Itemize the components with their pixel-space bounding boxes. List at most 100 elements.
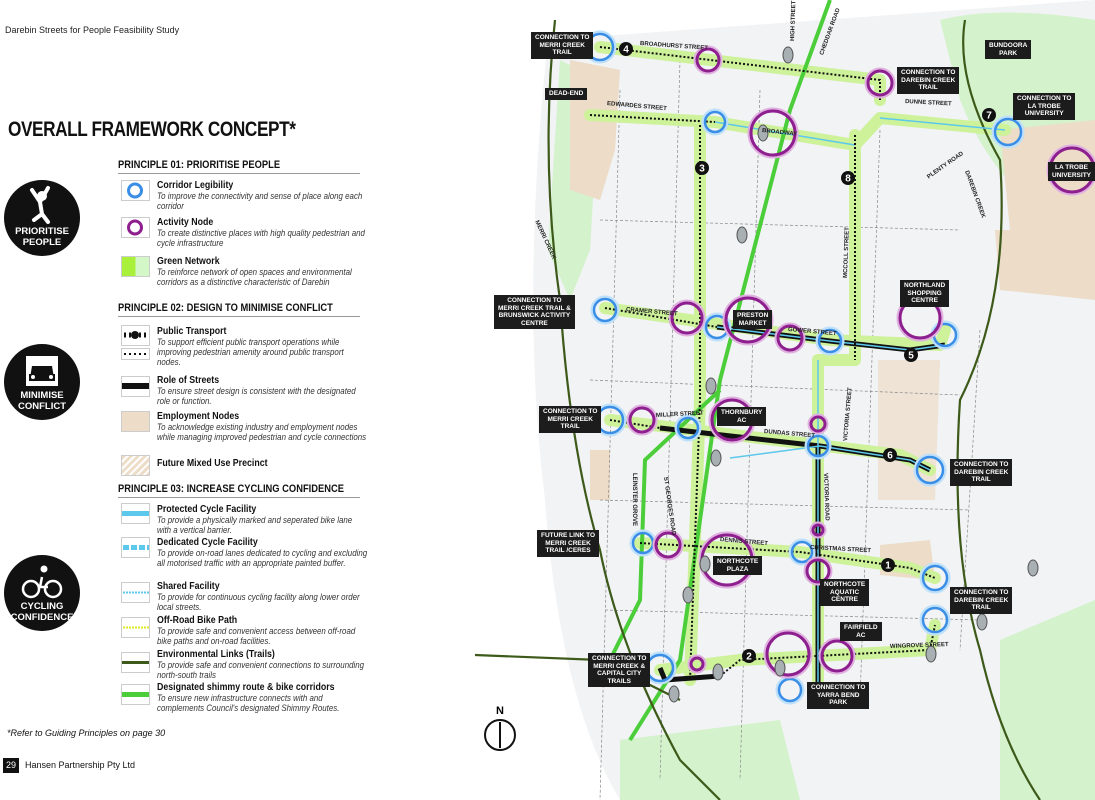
route-number: 1 (885, 561, 891, 572)
badge-label: MINIMISE CONFLICT (17, 390, 67, 412)
legend-title: Employment Nodes (157, 411, 240, 422)
environmental-links-swatch (121, 652, 150, 673)
activity-node (866, 69, 894, 97)
map-label: FUTURE LINK TO MERRI CREEK TRAIL /CERES (537, 530, 600, 557)
map-label: NORTHLAND SHOPPING CENTRE (900, 280, 950, 307)
route-number: 6 (887, 451, 893, 462)
corridor-legibility-node (703, 110, 727, 134)
route-number: 3 (699, 164, 705, 175)
map-label: FAIRFIELD AC (840, 622, 882, 641)
activity-node (654, 531, 682, 559)
map-label: PRESTON MARKET (733, 310, 773, 329)
publisher: Hansen Partnership Pty Ltd (25, 760, 136, 770)
legend-title: Activity Node (157, 217, 214, 228)
legend-title: Role of Streets (157, 375, 220, 386)
badge-cycling-confidence: CYCLING CONFIDENCE (4, 555, 80, 631)
activity-node (765, 631, 811, 677)
badge-label: PRIORITISE PEOPLE (15, 226, 69, 248)
employment-nodes (570, 60, 1095, 580)
route-number: 5 (908, 351, 914, 362)
protected-cycle-swatch (121, 503, 150, 524)
route-number-marker (619, 42, 633, 56)
activity-node (749, 109, 797, 157)
divider (118, 316, 360, 317)
map-label: CONNECTION TO DAREBIN CREEK TRAIL (897, 67, 960, 94)
legend-desc: To improve the connectivity and sense of… (157, 191, 363, 211)
map-label: CONNECTION TO MERRI CREEK TRAIL & BRUNSW… (494, 295, 575, 329)
corridor-legibility-node (921, 606, 949, 634)
activity-nodes (626, 45, 1095, 679)
legend-title: Future Mixed Use Precinct (157, 458, 268, 469)
map-label: LA TROBE UNIVERSITY (1048, 162, 1095, 181)
dedicated-cycle-swatch (121, 537, 150, 558)
activity-node (689, 656, 705, 672)
map-label: CONNECTION TO MERRI CREEK TRAIL (531, 32, 594, 59)
corridor-legibility-node (915, 455, 945, 485)
transport-stop (712, 663, 724, 681)
route-number-marker (982, 108, 996, 122)
activity-node (805, 558, 831, 584)
legend-title: Public Transport (157, 326, 227, 337)
car-icon (26, 356, 58, 386)
legend-title: Corridor Legibility (157, 180, 234, 191)
corridor-legibility-node (777, 677, 803, 703)
person-jumping-icon (30, 186, 50, 224)
legend-desc: To acknowledge existing industry and emp… (157, 422, 367, 442)
map-label: BUNDOORA PARK (985, 40, 1032, 59)
corridor-legibility-node (993, 117, 1023, 147)
transport-stop (710, 449, 722, 467)
page-title: OVERALL FRAMEWORK CONCEPT* (8, 118, 296, 141)
activity-node (776, 324, 804, 352)
legend-desc: To ensure new infrastructure connects wi… (157, 693, 340, 713)
legend-title: Green Network (157, 256, 220, 267)
public-transport-swatch (121, 325, 150, 346)
legend-desc: To provide for continuous cycling facili… (157, 592, 360, 612)
corridor-legibility-node (806, 434, 830, 458)
legend-desc: To provide on-road lanes dedicated to cy… (157, 548, 368, 568)
future-mixed-use-swatch (121, 455, 150, 476)
north-label: N (496, 705, 504, 717)
divider (118, 497, 360, 498)
public-transport-stops (668, 46, 1039, 703)
activity-node (811, 523, 825, 537)
activity-node-swatch (121, 217, 150, 238)
legend-title: Environmental Links (Trails) (157, 649, 275, 660)
transport-stop (782, 46, 794, 64)
corridor-legibility-node (592, 297, 618, 323)
shared-facility-swatch (121, 582, 150, 603)
role-of-streets-swatch (121, 376, 150, 397)
transport-stop (682, 586, 694, 604)
map-label: CONNECTION TO LA TROBE UNIVERSITY (1013, 93, 1076, 120)
divider (118, 173, 360, 174)
north-arrow: N (484, 705, 516, 751)
map-label: NORTHCOTE AQUATIC CENTRE (820, 579, 870, 606)
off-road-bike-path-swatch (121, 617, 150, 638)
activity-node (628, 406, 656, 434)
route-number-marker (695, 161, 709, 175)
corridor-legibility-node (676, 416, 700, 440)
green-network-swatch (121, 256, 150, 277)
transport-stop (668, 685, 680, 703)
legend-title: Designated shimmy route & bike corridors (157, 682, 335, 693)
map-label: CONNECTION TO MERRI CREEK & CAPITAL CITY… (588, 653, 651, 687)
principle-02-heading: PRINCIPLE 02: DESIGN TO MINIMISE CONFLIC… (118, 302, 333, 314)
future-mixed-use-precinct (878, 360, 940, 500)
map-label: NORTHCOTE PLAZA (713, 556, 763, 575)
corridor-legibility-node (790, 540, 814, 564)
route-number-marker (881, 558, 895, 572)
page-number: 29 (3, 758, 19, 773)
route-number-marker (904, 348, 918, 362)
route-number-marker (883, 448, 897, 462)
activity-node (820, 639, 854, 673)
transport-stop (699, 555, 711, 573)
badge-label: CYCLING CONFIDENCE (10, 601, 74, 623)
route-number: 7 (986, 111, 992, 122)
map-label: THORNBURY AC (717, 407, 767, 426)
legend-desc: To provide safe and convenient connectio… (157, 660, 365, 680)
route-number: 8 (845, 174, 851, 185)
activity-node (809, 415, 827, 433)
legend-title: Dedicated Cycle Facility (157, 537, 258, 548)
activity-node (695, 47, 721, 73)
principle-03-heading: PRINCIPLE 03: INCREASE CYCLING CONFIDENC… (118, 483, 344, 495)
public-transport-dotted-swatch (121, 348, 150, 360)
